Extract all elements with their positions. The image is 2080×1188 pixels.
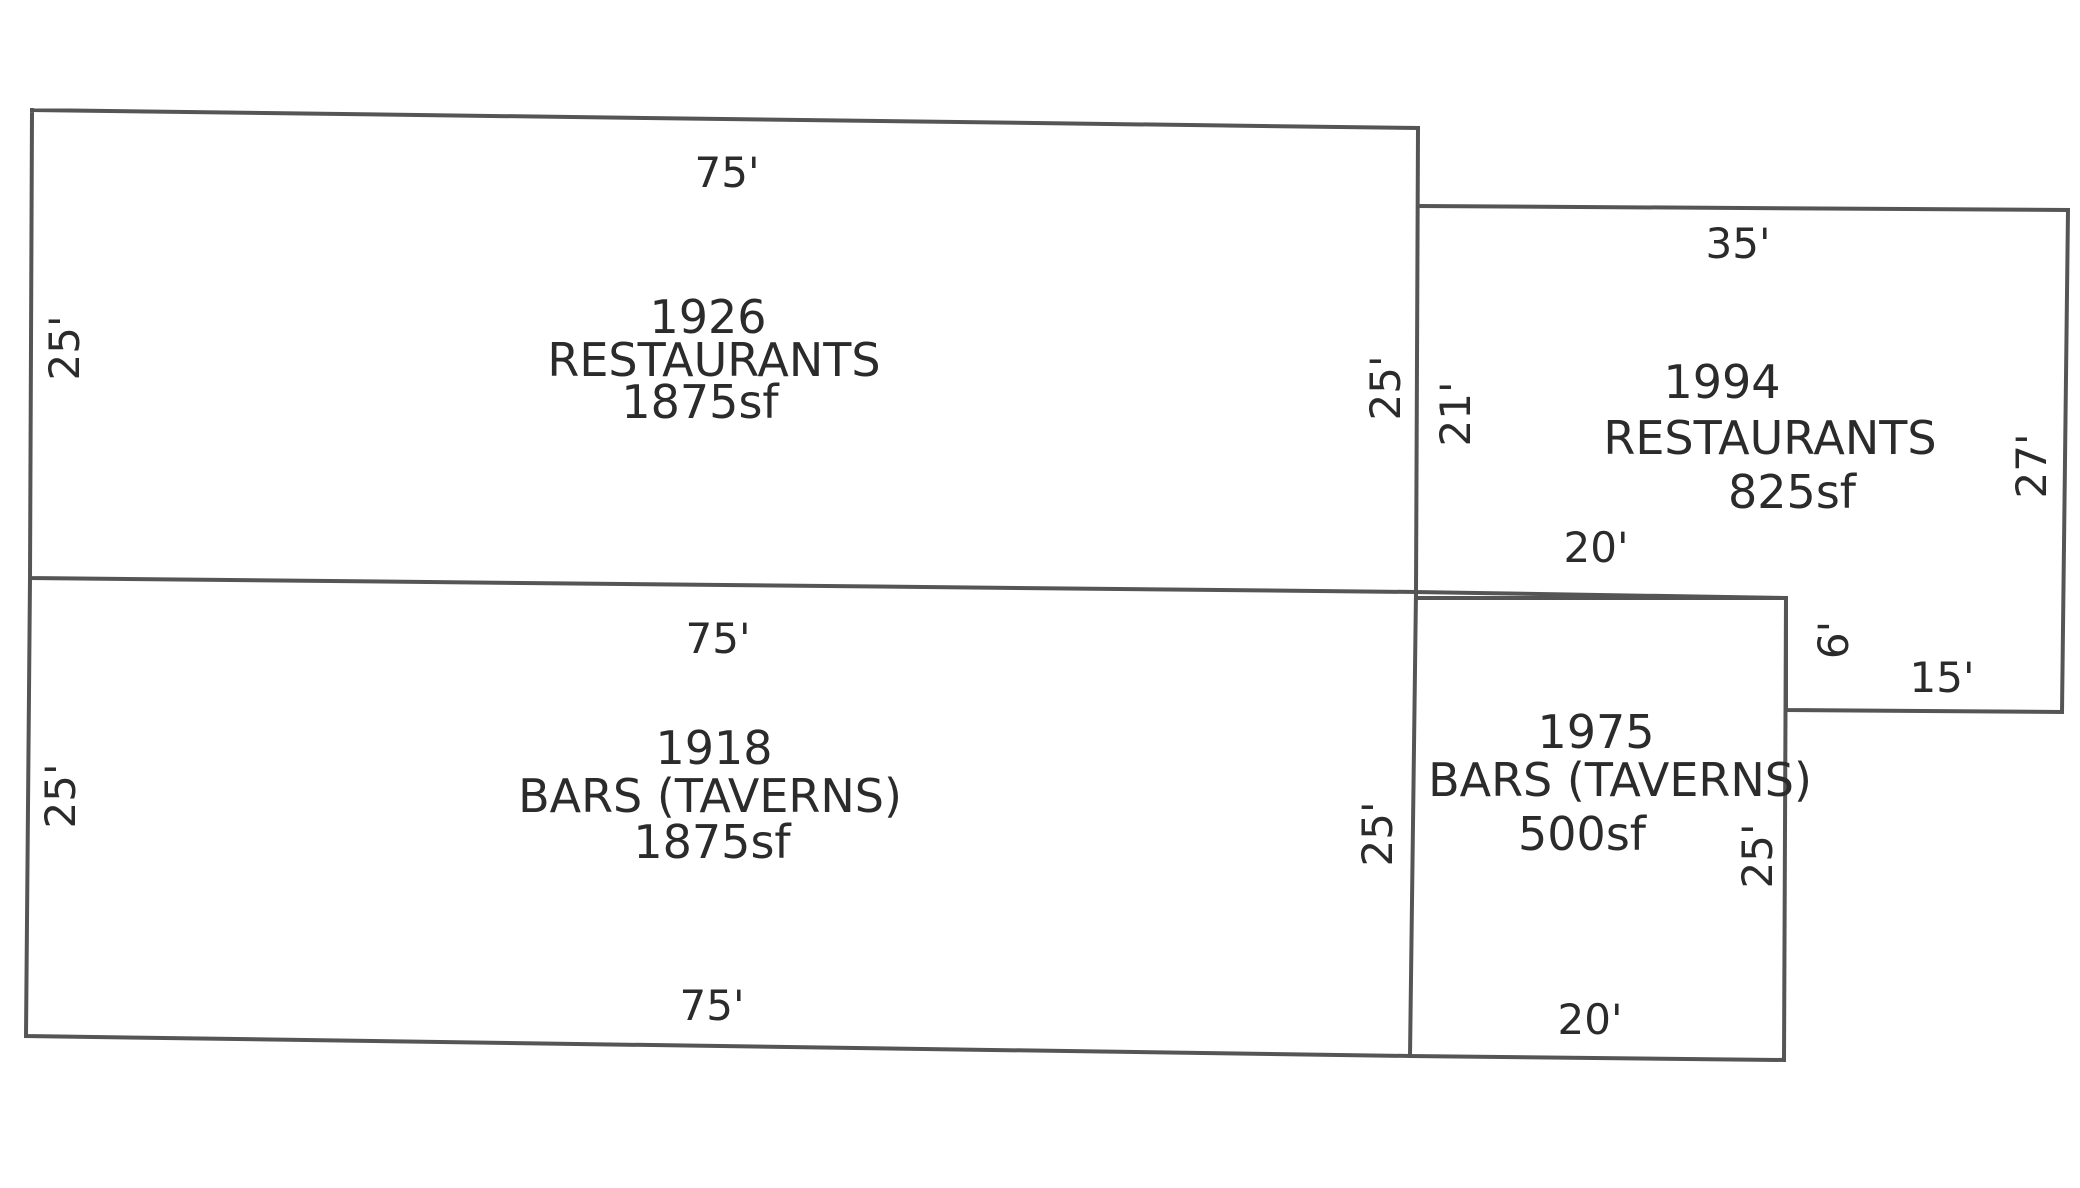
bar-addition-year: 1975: [1537, 705, 1654, 759]
restaurant-main-left-dim: 25': [40, 316, 89, 381]
restaurant-addition-area: 825sf: [1728, 465, 1858, 519]
bar-addition: 1975 BARS (TAVERNS) 500sf 25' 20': [1428, 705, 1812, 1044]
bar-main-use: BARS (TAVERNS): [518, 769, 902, 823]
bar-main-left-dim: 25': [36, 764, 85, 829]
bar-addition-outline: [1407, 596, 1789, 1063]
restaurant-addition-right-dim: 27': [2007, 434, 2056, 499]
restaurant-main-use: RESTAURANTS: [547, 333, 880, 387]
restaurant-addition-bottom-dim: 15': [1910, 653, 1975, 702]
bar-addition-use: BARS (TAVERNS): [1428, 753, 1812, 807]
bar-main-area: 1875sf: [633, 815, 792, 869]
restaurant-main-year: 1926: [649, 290, 766, 344]
bar-main-bottom-dim: 75': [680, 981, 745, 1030]
restaurant-addition-step-dim: 6': [1809, 621, 1858, 659]
bar-main-right-dim: 25': [1353, 802, 1402, 867]
bar-main-outline: [23, 575, 1419, 1059]
restaurant-addition-use: RESTAURANTS: [1603, 411, 1936, 465]
restaurant-main-right-dim: 25': [1361, 356, 1410, 421]
restaurant-main: 75' 1926 RESTAURANTS 1875sf 25' 25': [40, 148, 1410, 429]
restaurant-addition-inner-bottom-dim: 20': [1564, 523, 1629, 572]
bar-main: 75' 1918 BARS (TAVERNS) 1875sf 25' 25' 7…: [36, 614, 1402, 1030]
restaurant-main-top-dim: 75': [695, 148, 760, 197]
bar-addition-area: 500sf: [1518, 807, 1648, 861]
restaurant-addition-top-dim: 35': [1706, 219, 1771, 268]
walls: [23, 107, 2071, 1063]
bar-addition-bottom-dim: 20': [1558, 995, 1623, 1044]
restaurant-main-area: 1875sf: [621, 375, 780, 429]
bar-main-top-dim: 75': [686, 614, 751, 663]
bar-addition-right-dim: 25': [1733, 824, 1782, 889]
restaurant-addition-year: 1994: [1663, 355, 1780, 409]
restaurant-addition: 35' 1994 RESTAURANTS 825sf 21' 27' 20' 6…: [1431, 219, 2056, 702]
bar-main-year: 1918: [655, 721, 772, 775]
restaurant-addition-left-dim: 21': [1431, 382, 1480, 447]
